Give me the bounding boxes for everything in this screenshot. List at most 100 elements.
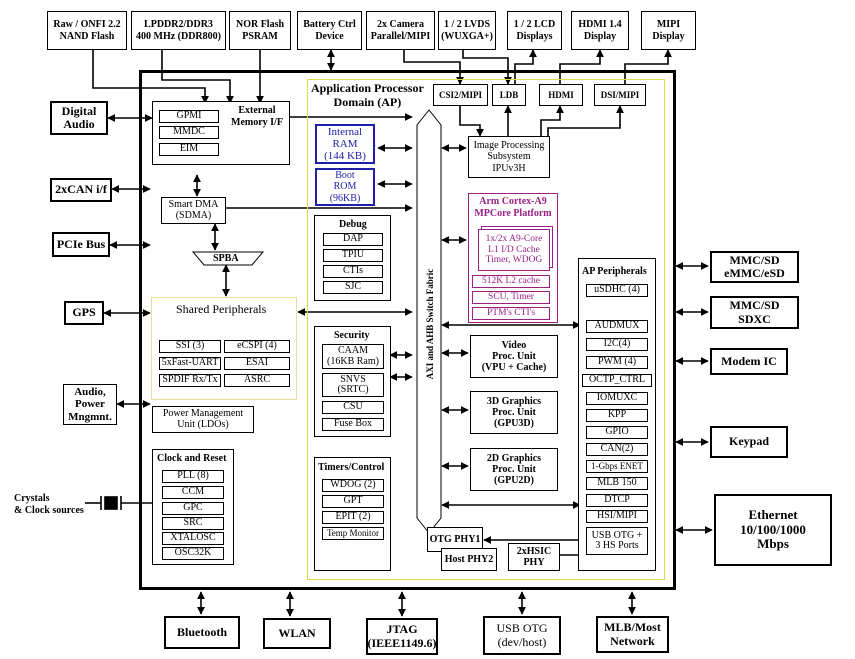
ap-hsi-mipi: HSI/MIPI <box>586 510 648 523</box>
vpu-block: Video Proc. Unit (VPU + Cache) <box>470 335 558 378</box>
ap-octp-ctrl: OCTP_CTRL <box>582 374 652 387</box>
host-phy2-block: Host PHY2 <box>441 548 497 571</box>
gps-box: GPS <box>64 301 104 325</box>
hsic-phy-block: 2xHSIC PHY <box>508 543 560 571</box>
emi-title: External Memory I/F <box>231 105 283 128</box>
timers-gpt: GPT <box>322 495 384 508</box>
lpddr-box: LPDDR2/DDR3 400 MHz (DDR800) <box>131 11 226 50</box>
debug-ctis: CTIs <box>323 265 383 278</box>
debug-tpiu: TPIU <box>323 249 383 262</box>
clock-pll: PLL (8) <box>162 470 224 483</box>
ap-domain-outline <box>307 79 665 580</box>
lvds-box: 1 / 2 LVDS (WUXGA+) <box>438 11 496 50</box>
jtag-box: JTAG (IEEE1149.6) <box>366 618 438 655</box>
hdmi-block: HDMI <box>539 84 583 106</box>
clock-gpc: GPC <box>162 502 224 515</box>
ap-pwm: PWM (4) <box>586 356 648 369</box>
emi-gpmi: GPMI <box>159 110 219 123</box>
clock-osc32k: OSC32K <box>162 547 224 560</box>
camera-box: 2x Camera Parallel/MIPI <box>366 11 435 50</box>
ap-dtcp: DTCP <box>586 494 648 507</box>
shared-peripherals-title: Shared Peripherals <box>176 302 267 316</box>
timers-title: Timers/Control <box>318 462 385 473</box>
emi-mmdc: MMDC <box>159 126 219 139</box>
debug-block: Debug DAP TPIU CTIs SJC <box>314 215 391 301</box>
pcie-box: PCIe Bus <box>52 232 110 257</box>
shared-peripherals-block: Shared Peripherals SSI (3) eCSPI (4) 5xF… <box>151 297 297 400</box>
emi-eim: EIM <box>159 143 219 156</box>
mipi-display-box: MIPI Display <box>641 11 696 50</box>
shared-ssi: SSI (3) <box>159 340 221 353</box>
bluetooth-box: Bluetooth <box>164 616 240 649</box>
ap-kpp: KPP <box>586 409 648 422</box>
ap-iomuxc: IOMUXC <box>586 392 648 405</box>
arm-scu-timer: SCU, Timer <box>472 291 550 304</box>
usb-otg-ext-box: USB OTG (dev/host) <box>483 616 561 655</box>
ap-mlb: MLB 150 <box>586 477 648 490</box>
digital-audio-box: Digital Audio <box>50 101 108 135</box>
arm-core-block: 1x/2x A9-Core L1 I/D Cache Timer, WDOG <box>478 229 550 271</box>
debug-sjc: SJC <box>323 281 383 294</box>
security-csu: CSU <box>322 401 384 414</box>
sdma-block: Smart DMA (SDMA) <box>161 197 226 224</box>
mmc-emmc-box: MMC/SD eMMC/eSD <box>710 251 799 283</box>
ap-audmux: AUDMUX <box>586 320 648 333</box>
clock-reset-block: Clock and Reset PLL (8) CCM GPC SRC XTAL… <box>152 449 234 565</box>
security-block: Security CAAM (16KB Ram) SNVS (SRTC) CSU… <box>314 326 391 437</box>
shared-asrc: ASRC <box>224 374 290 387</box>
gpu2d-block: 2D Graphics Proc. Unit (GPU2D) <box>470 448 558 491</box>
security-caam: CAAM (16KB Ram) <box>322 344 384 369</box>
dsi-mipi-block: DSI/MIPI <box>594 84 646 106</box>
ap-peripherals-title: AP Peripherals <box>582 266 647 277</box>
ipu-block: Image Processing Subsystem IPUv3H <box>468 136 550 178</box>
timers-wdog: WDOG (2) <box>322 479 384 492</box>
ldb-block: LDB <box>492 84 526 106</box>
mlb-box: MLB/Most Network <box>596 616 669 653</box>
ap-i2c: I2C(4) <box>586 338 648 351</box>
nor-flash-box: NOR Flash PSRAM <box>229 11 291 50</box>
csi2-mipi-block: CSI2/MIPI <box>433 84 488 106</box>
ap-usb-otg: USB OTG + 3 HS Ports <box>586 527 648 555</box>
nand-flash-box: Raw / ONFI 2.2 NAND Flash <box>47 11 127 50</box>
ap-gpio: GPIO <box>586 426 648 439</box>
shared-ecspi: eCSPI (4) <box>224 340 290 353</box>
shared-esai: ESAI <box>224 357 290 370</box>
switch-fabric-label: AXI and AHB Switch Fabric <box>425 268 435 380</box>
gpu3d-block: 3D Graphics Proc. Unit (GPU3D) <box>470 391 558 434</box>
wlan-box: WLAN <box>263 618 331 649</box>
keypad-box: Keypad <box>710 426 788 458</box>
timers-epit: EPIT (2) <box>322 511 384 524</box>
ap-can: CAN(2) <box>586 443 648 456</box>
audio-power-box: Audio, Power Mngmnt. <box>63 384 117 425</box>
ethernet-box: Ethernet 10/100/1000 Mbps <box>714 494 832 566</box>
clock-ccm: CCM <box>162 486 224 499</box>
shared-uart: 5xFast-UART <box>159 357 221 370</box>
ap-enet: 1-Gbps ENET <box>586 460 648 473</box>
battery-ctrl-box: Battery Ctrl Device <box>297 11 362 50</box>
arm-cortex-title: Arm Cortex-A9 MPCore Platform <box>474 196 552 219</box>
ap-usdhc: uSDHC (4) <box>586 284 648 297</box>
clock-reset-title: Clock and Reset <box>157 453 227 464</box>
timers-block: Timers/Control WDOG (2) GPT EPIT (2) Tem… <box>314 457 391 571</box>
modem-box: Modem IC <box>710 348 788 375</box>
arm-ptm-cti: PTM's CTI's <box>472 307 550 320</box>
ap-domain-title: Application Processor Domain (AP) <box>311 81 424 109</box>
clock-src: SRC <box>162 517 224 530</box>
security-title: Security <box>334 330 370 341</box>
clock-xtalosc: XTALOSC <box>162 532 224 545</box>
arm-cortex-block: Arm Cortex-A9 MPCore Platform 1x/2x A9-C… <box>468 193 558 323</box>
crystals-label: Crystals & Clock sources <box>14 493 84 516</box>
power-management-block: Power Management Unit (LDOs) <box>152 406 254 433</box>
security-fuse-box: Fuse Box <box>322 418 384 431</box>
ap-peripherals-block: AP Peripherals uSDHC (4) AUDMUX I2C(4) P… <box>578 258 656 571</box>
security-snvs: SNVS (SRTC) <box>322 373 384 397</box>
can-box: 2xCAN i/f <box>50 178 112 202</box>
timers-temp-monitor: Temp Monitor <box>322 527 384 540</box>
boot-rom-block: Boot ROM (96KB) <box>315 168 375 206</box>
spba-label: SPBA <box>213 253 239 264</box>
arm-l2-cache: 512K L2 cache <box>472 275 550 288</box>
hdmi-display-box: HDMI 1.4 Display <box>571 11 629 50</box>
mmc-sdxc-box: MMC/SD SDXC <box>710 296 799 329</box>
lcd-box: 1 / 2 LCD Displays <box>507 11 562 50</box>
soc-chip-outline <box>139 70 676 590</box>
